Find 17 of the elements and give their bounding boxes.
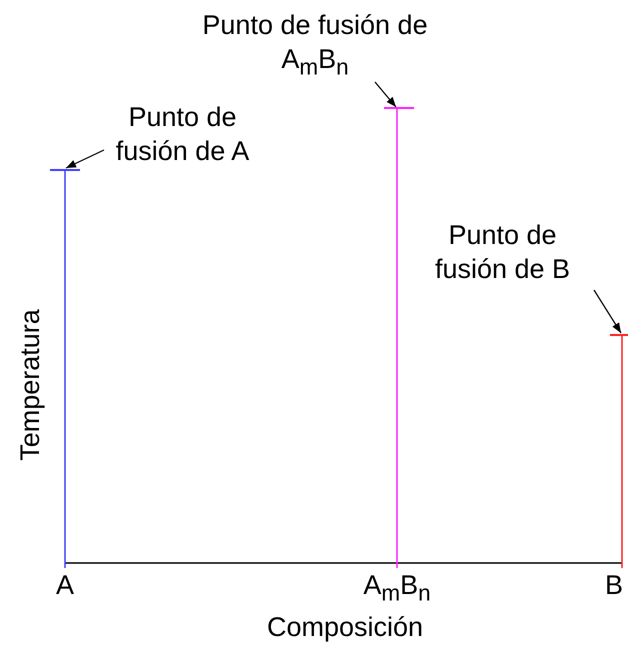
melting-line — [621, 336, 623, 568]
axis-title: Composición — [266, 611, 424, 644]
leader-line — [66, 149, 104, 169]
melting-point-mark — [384, 107, 414, 109]
callout-text: Punto de fusión de A — [95, 100, 270, 168]
axis-title: Temperatura — [14, 308, 46, 463]
leader-line — [594, 290, 622, 334]
melting-point-mark — [610, 334, 628, 336]
melting-line — [64, 171, 66, 568]
melting-line — [396, 109, 398, 568]
axis-tick-label: A$_{m}$B$_{n}$ — [337, 568, 457, 610]
callout-text: Punto de fusión de A$_{m}$B$_{n}$ — [185, 8, 445, 84]
axis-tick-label: A — [45, 568, 85, 602]
axis-tick-label: B — [600, 568, 628, 602]
callout-text: Punto de fusión de B — [415, 218, 590, 286]
leader-line — [374, 82, 396, 108]
melting-point-mark — [50, 169, 80, 171]
